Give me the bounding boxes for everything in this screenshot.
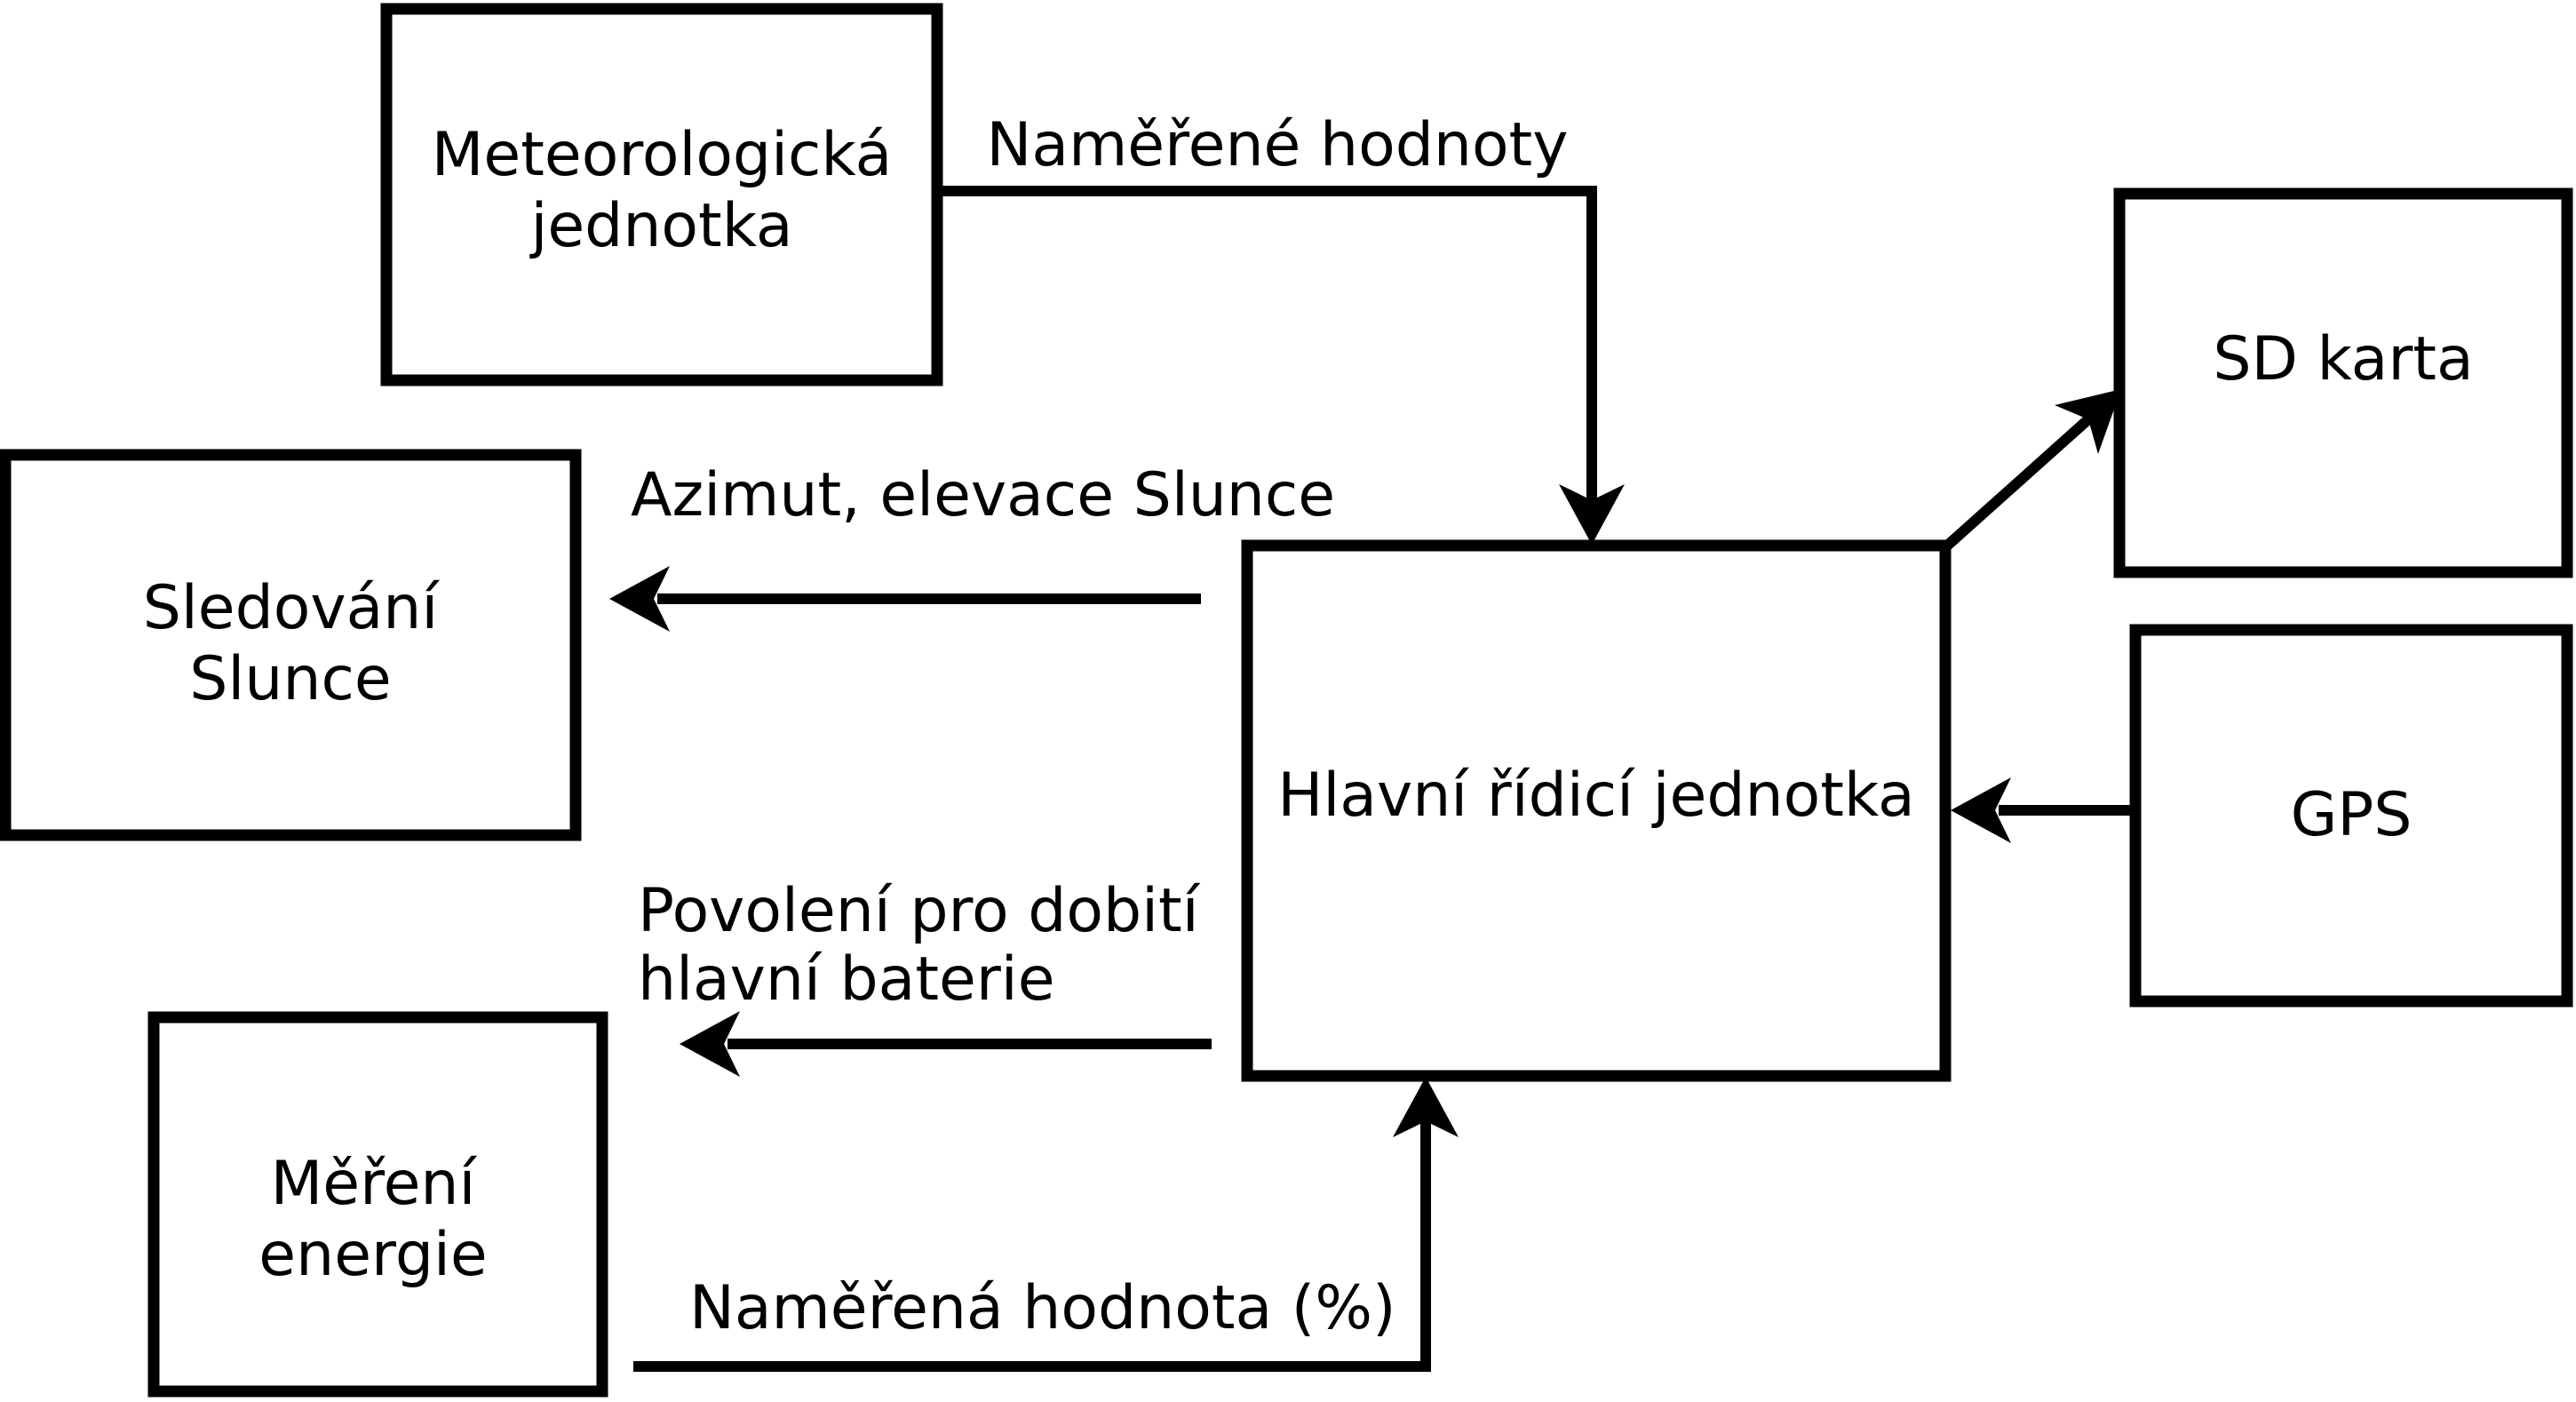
node-sd-karta: SD karta: [2113, 187, 2573, 578]
sd-karta-label: SD karta: [2213, 324, 2473, 394]
mereni-energie-box: [147, 1011, 608, 1398]
arrow-left-icon: [1951, 777, 2011, 843]
sledovani-slunce-label-line2: Slunce: [189, 644, 391, 714]
sledovani-slunce-box: [0, 449, 582, 841]
edge-label-namerene-hodnoty: Naměřené hodnoty: [987, 110, 1569, 180]
arrow-down-icon: [1559, 484, 1625, 545]
hlavni-ridici-jednotka-label: Hlavní řídicí jednotka: [1277, 761, 1914, 831]
sd-karta-box: [2113, 187, 2573, 578]
node-hlavni-ridici-jednotka: Hlavní řídicí jednotka: [1241, 539, 1952, 1082]
gps-box: [2129, 624, 2573, 1008]
node-mereni-energie: Měření energie: [147, 1011, 608, 1398]
edge-label-azimut-elevace: Azimut, elevace Slunce: [631, 460, 1335, 530]
edge-hlavni-povoleni: Povolení pro dobití hlavní baterie: [638, 876, 1212, 1077]
arrow-up-icon: [1393, 1077, 1459, 1137]
gps-label: GPS: [2291, 780, 2413, 850]
arrow-left-icon: [609, 566, 670, 632]
mereni-energie-label-line1: Měření: [271, 1149, 478, 1219]
arrow-left-icon: [680, 1011, 740, 1077]
meteorologicka-jednotka-label-line1: Meteorologická: [432, 120, 892, 190]
edge-hlavni-to-sledovani: Azimut, elevace Slunce: [609, 460, 1335, 632]
edge-gps-to-hlavni: [1951, 777, 2135, 843]
arrow-up-right-icon: [2055, 389, 2121, 454]
edge-hlavni-to-sd-line: [1942, 415, 2092, 552]
node-gps: GPS: [2129, 624, 2573, 1008]
sledovani-slunce-label-line1: Sledování: [143, 573, 441, 643]
node-sledovani-slunce: Sledování Slunce: [0, 449, 582, 841]
meteorologicka-jednotka-label-line2: jednotka: [529, 191, 792, 261]
node-meteorologicka-jednotka: Meteorologická jednotka: [380, 3, 943, 386]
edge-label-namerena-hodnota: Naměřená hodnota (%): [689, 1273, 1395, 1343]
edge-label-povoleni-line1: Povolení pro dobití: [638, 876, 1201, 946]
edge-hlavni-to-sd: [1942, 389, 2121, 552]
edge-meteo-to-hlavni-line: [937, 186, 1597, 503]
hlavni-ridici-jednotka-box: [1241, 539, 1952, 1082]
edge-mereni-to-hlavni: Naměřená hodnota (%): [633, 1077, 1459, 1372]
mereni-energie-label-line2: energie: [258, 1220, 487, 1290]
edge-label-povoleni-line2: hlavní baterie: [638, 944, 1055, 1015]
edge-mereni-to-hlavni-line: [633, 1120, 1431, 1372]
edge-meteo-to-hlavni: Naměřené hodnoty: [937, 110, 1625, 545]
meteorologicka-jednotka-box: [380, 3, 943, 386]
